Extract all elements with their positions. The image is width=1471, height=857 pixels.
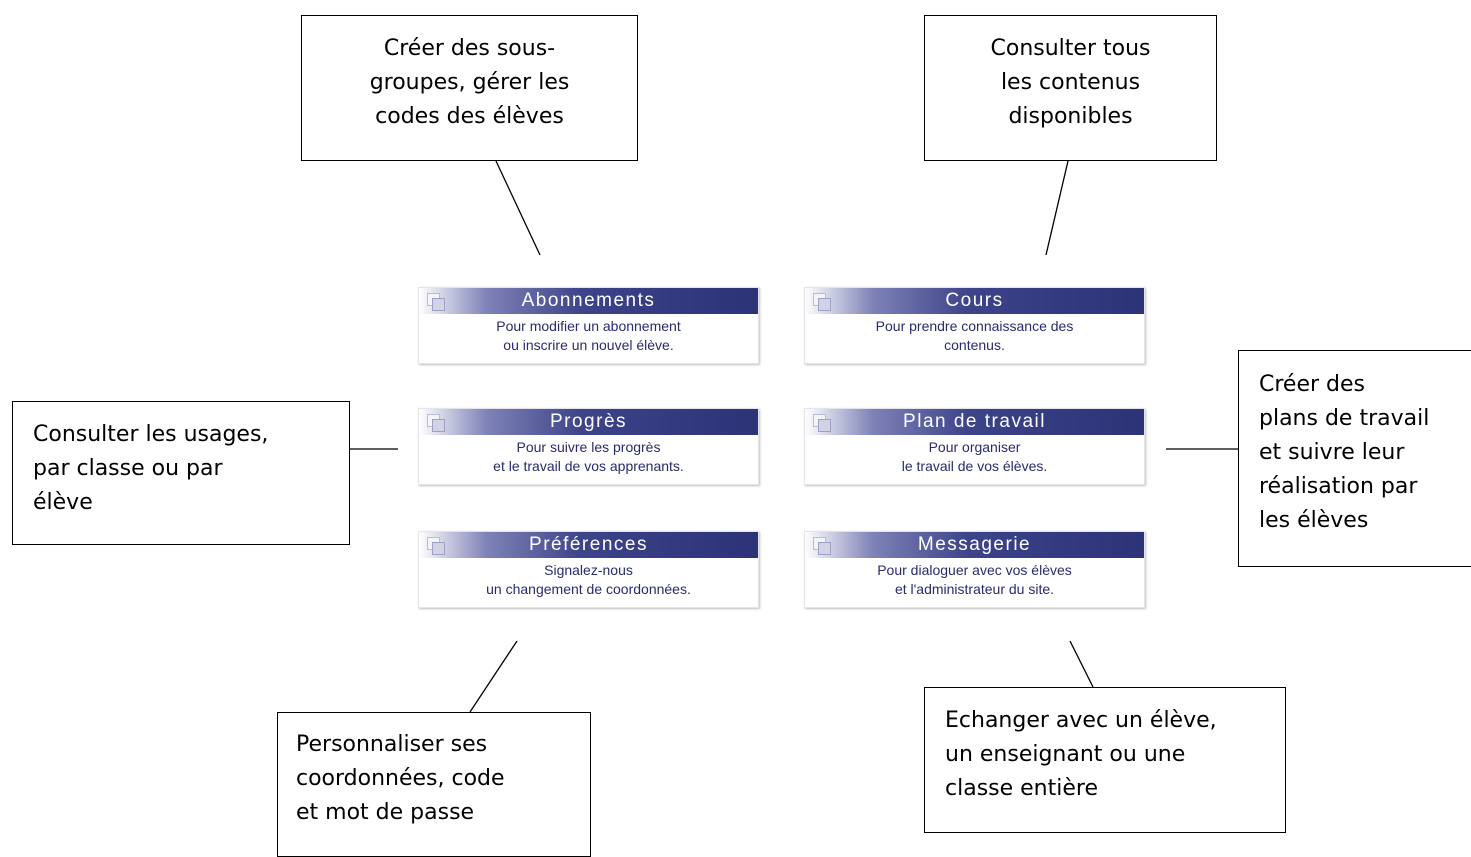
tile-plan-de-travail[interactable]: Plan de travail Pour organiser le travai…: [804, 408, 1145, 485]
tile-description: Signalez-nous un changement de coordonné…: [486, 562, 691, 597]
tile-header: Plan de travail: [805, 409, 1144, 435]
connector-preferences: [469, 640, 518, 713]
tile-progres[interactable]: Progrès Pour suivre les progrès et le tr…: [418, 408, 759, 485]
tile-preferences[interactable]: Préférences Signalez-nous un changement …: [418, 531, 759, 608]
tile-cours[interactable]: Cours Pour prendre connaissance des cont…: [804, 287, 1145, 364]
callout-cours: Consulter tous les contenus disponibles: [924, 15, 1217, 161]
tile-header: Abonnements: [419, 288, 758, 314]
connector-messagerie: [1069, 640, 1094, 688]
tile-description: Pour suivre les progrès et le travail de…: [493, 439, 684, 474]
tile-description: Pour modifier un abonnement ou inscrire …: [496, 318, 681, 353]
tile-title[interactable]: Abonnements: [521, 290, 656, 311]
pages-icon: [813, 414, 831, 432]
tile-description: Pour organiser le travail de vos élèves.: [901, 439, 1048, 474]
tile-title[interactable]: Cours: [945, 290, 1004, 311]
callout-progres: Consulter les usages, par classe ou par …: [12, 401, 350, 545]
pages-icon: [427, 537, 445, 555]
tile-description: Pour dialoguer avec vos élèves et l'admi…: [877, 562, 1072, 597]
pages-icon: [813, 293, 831, 311]
tile-abonnements[interactable]: Abonnements Pour modifier un abonnement …: [418, 287, 759, 364]
tile-description: Pour prendre connaissance des contenus.: [875, 318, 1074, 353]
callout-messagerie: Echanger avec un élève, un enseignant ou…: [924, 687, 1286, 833]
pages-icon: [427, 293, 445, 311]
callout-plan: Créer des plans de travail et suivre leu…: [1238, 350, 1471, 567]
callout-preferences: Personnaliser ses coordonnées, code et m…: [277, 712, 591, 857]
tile-title[interactable]: Messagerie: [917, 534, 1032, 555]
pages-icon: [813, 537, 831, 555]
tile-header: Préférences: [419, 532, 758, 558]
tile-title[interactable]: Préférences: [529, 534, 648, 555]
connector-abonnements: [495, 160, 541, 256]
tile-header: Progrès: [419, 409, 758, 435]
connector-cours: [1045, 160, 1069, 256]
tile-title[interactable]: Plan de travail: [903, 411, 1046, 432]
callout-abonnements: Créer des sous- groupes, gérer les codes…: [301, 15, 638, 161]
pages-icon: [427, 414, 445, 432]
tile-messagerie[interactable]: Messagerie Pour dialoguer avec vos élève…: [804, 531, 1145, 608]
tile-header: Messagerie: [805, 532, 1144, 558]
tile-header: Cours: [805, 288, 1144, 314]
tile-title[interactable]: Progrès: [549, 411, 628, 432]
